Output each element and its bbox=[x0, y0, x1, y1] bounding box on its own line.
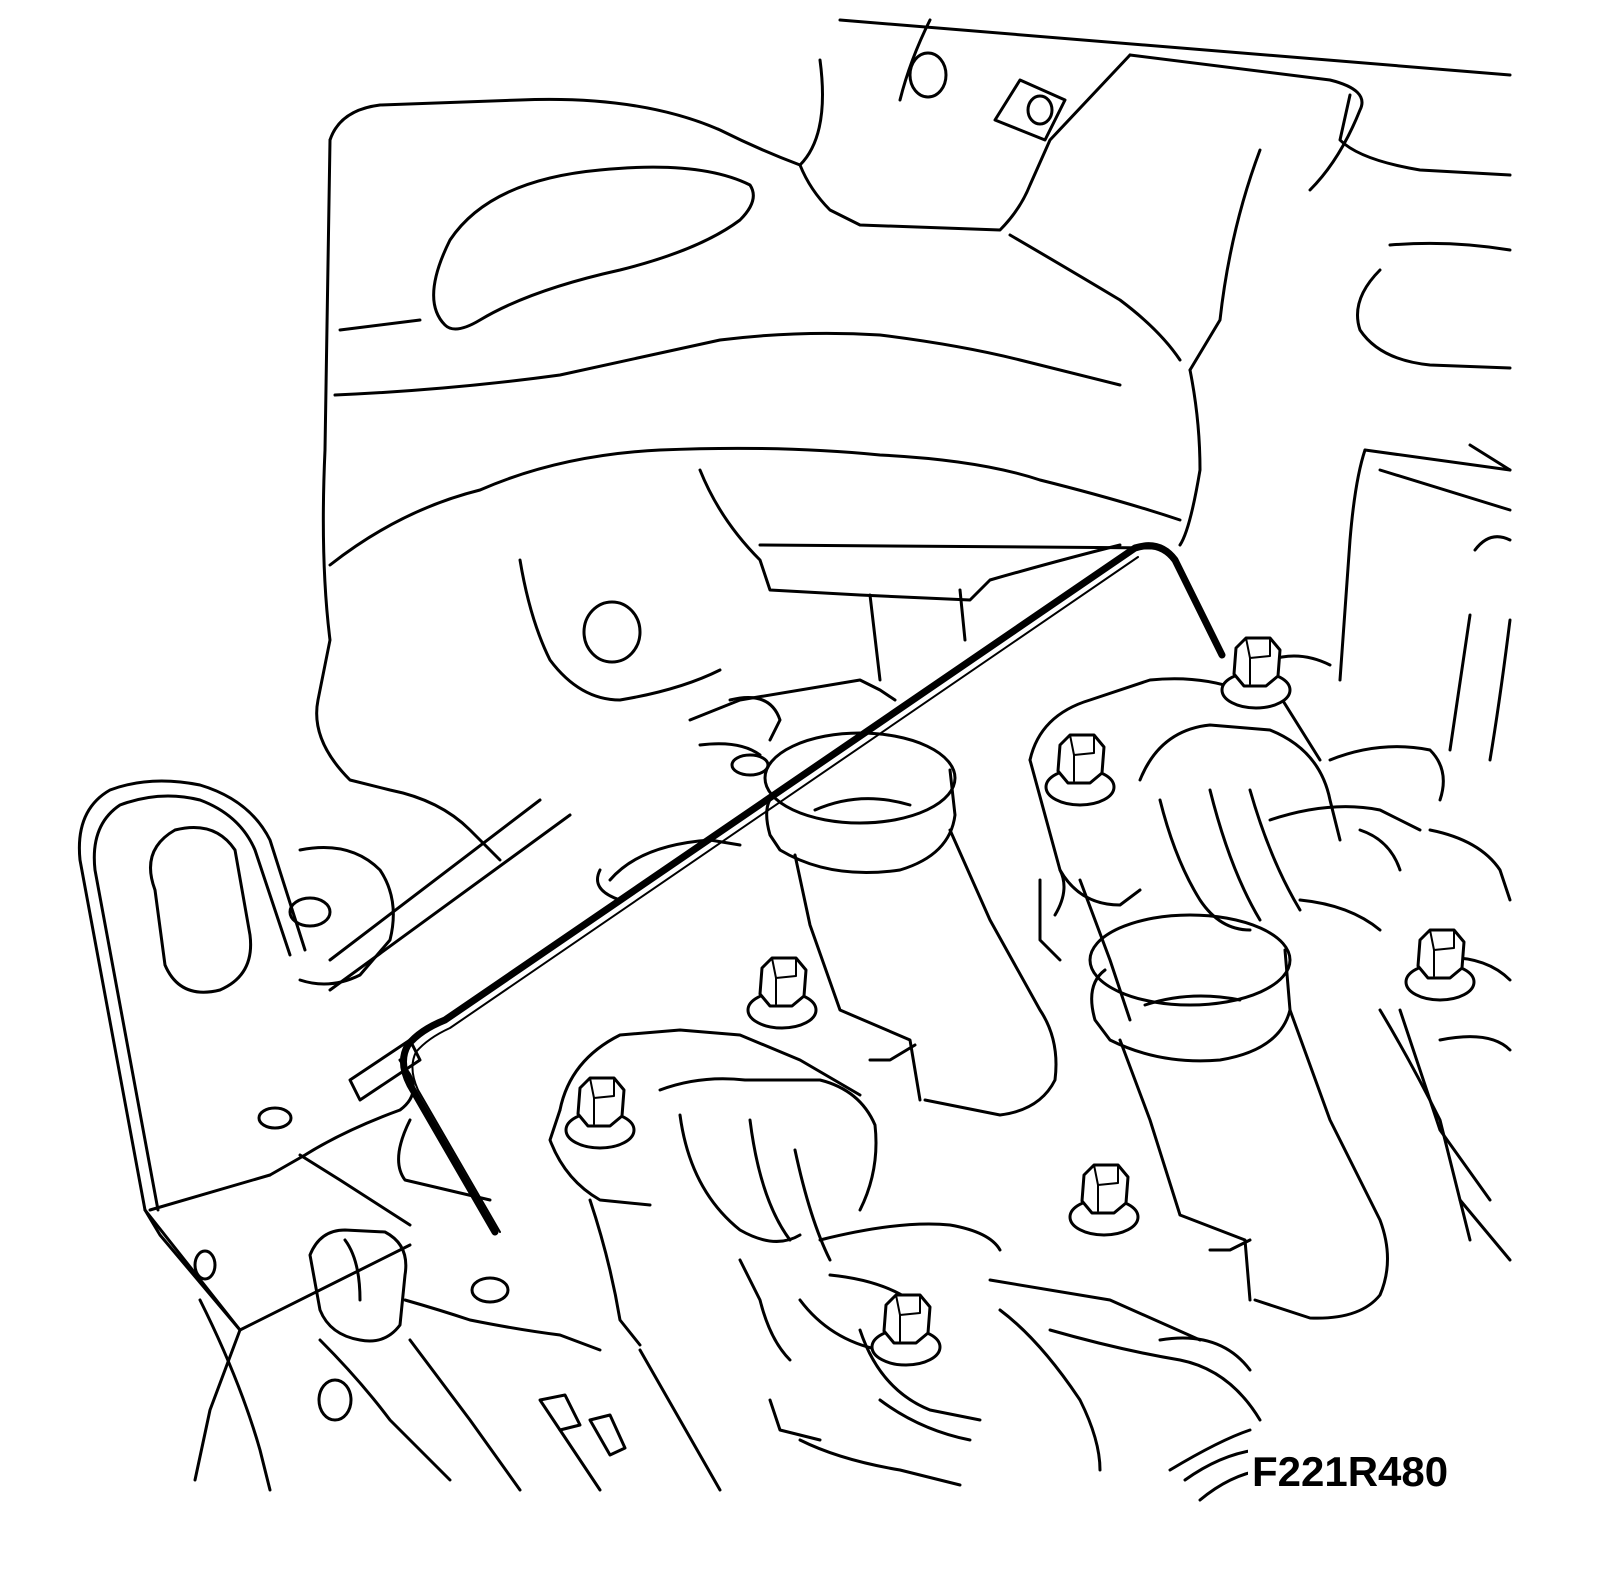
bolt-7 bbox=[870, 1293, 942, 1367]
bearing-cap-bolts bbox=[564, 636, 1476, 1367]
bolt-5 bbox=[564, 1076, 636, 1150]
gasket-outline bbox=[400, 542, 1226, 1236]
camshaft-left bbox=[308, 1028, 1264, 1502]
spark-plug-tube-2 bbox=[1088, 913, 1389, 1320]
lower-block bbox=[193, 1298, 972, 1492]
figure-label: F221R480 bbox=[1248, 1448, 1453, 1496]
bolt-4 bbox=[746, 956, 818, 1030]
spark-plug-tube-1 bbox=[763, 731, 1058, 1117]
lifting-eye-bracket bbox=[77, 779, 412, 1332]
upper-housing bbox=[315, 18, 1512, 862]
bolt-6 bbox=[1068, 1163, 1140, 1237]
bolt-3 bbox=[1404, 928, 1476, 1002]
gasket-inner-line bbox=[411, 556, 1139, 1233]
right-casting bbox=[1338, 443, 1512, 762]
bolt-1 bbox=[1220, 636, 1292, 710]
bolt-2 bbox=[1044, 733, 1116, 807]
cylinder-head-flange bbox=[148, 678, 897, 1304]
camshaft-right bbox=[1028, 654, 1512, 1262]
